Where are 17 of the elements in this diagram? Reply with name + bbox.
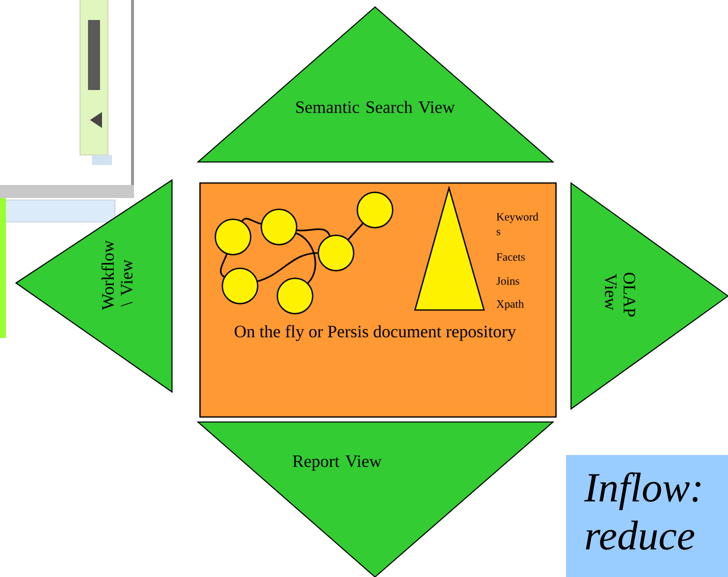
index-label: Xpath <box>496 300 524 310</box>
connector-line <box>348 223 364 240</box>
graph-node <box>356 192 394 228</box>
connector-line <box>257 252 318 282</box>
graph-node <box>276 278 314 314</box>
index-label: Facets <box>496 253 525 261</box>
connector-line <box>296 232 316 284</box>
connector-line <box>220 254 228 278</box>
text-panel: Inflow: reduce <box>566 455 728 577</box>
graph-node <box>260 208 298 246</box>
graph-node <box>222 268 258 304</box>
graph-node <box>214 218 252 256</box>
graph-node <box>318 234 354 272</box>
index-label: Keyword s <box>496 212 538 236</box>
connector-line <box>296 228 330 236</box>
index-label: Joins <box>496 277 520 285</box>
connector-line <box>242 218 262 225</box>
